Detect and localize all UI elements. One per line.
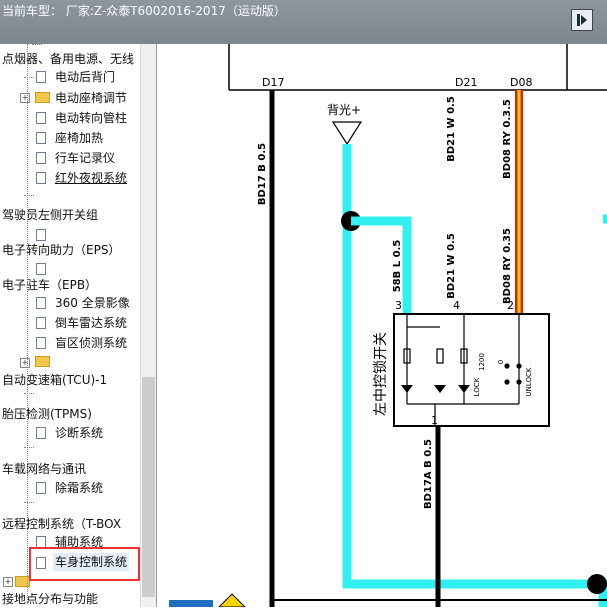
warning-icon — [217, 593, 247, 608]
document-icon — [36, 557, 46, 569]
pin-2: 2 — [507, 299, 514, 312]
selection-highlight — [29, 547, 140, 581]
connector-d21: D21 — [455, 76, 477, 89]
wiring-diagram: D17 D21 D08 BD17 B 0.5 背光+ 58B L 0.5 BD2… — [156, 44, 607, 608]
backlight-terminal-icon — [331, 121, 363, 146]
backlight-label: 背光+ — [327, 103, 361, 117]
tree-item-cigarette-lighter[interactable]: 点烟器、备用电源、无线 — [2, 52, 135, 66]
tree-item-auxiliary[interactable]: 辅助系统 — [55, 535, 104, 549]
tree-item-body-control[interactable]: 车身控制系统 — [53, 553, 130, 571]
tree-guide-line — [27, 44, 28, 604]
tree-item-dashcam[interactable]: 行车记录仪 — [55, 151, 116, 165]
document-icon — [36, 317, 46, 329]
document-icon — [36, 132, 46, 144]
splice-dot — [587, 574, 607, 594]
wire-label-bd08-top: BD08 RY 0.3.5 — [502, 99, 513, 179]
tree-connector — [24, 502, 34, 503]
connector-d17: D17 — [262, 76, 284, 89]
window-title: 当前车型： 厂家:Z-众泰T6002016-2017（运动版） — [2, 4, 286, 18]
tree-connector — [24, 447, 34, 448]
tree-item-epb[interactable]: 电子驻车（EPB） — [2, 278, 98, 292]
tree-item-diagnostics[interactable]: 诊断系统 — [55, 426, 104, 440]
expand-icon[interactable]: + — [20, 93, 30, 103]
tree-connector — [24, 77, 34, 78]
play-icon — [577, 14, 587, 26]
document-icon — [36, 263, 46, 275]
switch-tag-lock: LOCK — [473, 377, 481, 396]
tree-item-seat-heating[interactable]: 座椅加热 — [55, 131, 104, 145]
document-icon — [36, 172, 46, 184]
document-icon — [36, 152, 46, 164]
scrollbar-thumb[interactable] — [142, 377, 155, 597]
tree-connector — [32, 44, 42, 45]
switch-label: 左中控锁开关 — [373, 332, 389, 416]
tree-item-parking-radar[interactable]: 倒车雷达系统 — [55, 316, 128, 330]
tree-connector — [24, 195, 34, 196]
nav-button[interactable] — [571, 9, 593, 31]
document-icon — [36, 297, 46, 309]
wire-label-bd21-mid: BD21 W 0.5 — [446, 233, 457, 299]
tree-item-eps[interactable]: 电子转向助力（EPS） — [2, 243, 121, 257]
switch-tag-1200: 1200 — [478, 353, 486, 371]
system-tree: 点烟器、备用电源、无线 电动后背门 + 电动座椅调节 电动转向管柱 座椅加热 行… — [0, 44, 140, 607]
tree-item-steering-column[interactable]: 电动转向管柱 — [55, 111, 128, 125]
document-icon — [36, 337, 46, 349]
wire-label-58b: 58B L 0.5 — [392, 240, 403, 293]
document-icon — [36, 112, 46, 124]
tree-item-network[interactable]: 车载网络与通讯 — [2, 462, 87, 476]
led-indicator-icons — [401, 385, 470, 393]
tree-item-ground-points[interactable]: 接地点分布与功能 — [2, 592, 99, 606]
tree-item-driver-switch-group[interactable]: 驾驶员左侧开关组 — [2, 208, 99, 222]
wire-label-bd17: BD17 B 0.5 — [257, 143, 268, 205]
pin-3: 3 — [395, 299, 402, 312]
tree-item-defrost[interactable]: 除霜系统 — [55, 481, 104, 495]
expand-icon[interactable]: + — [3, 577, 13, 587]
tree-item-tbox[interactable]: 远程控制系统（T-BOX — [2, 517, 122, 531]
wiring-diagram-canvas: D17 D21 D08 BD17 B 0.5 背光+ 58B L 0.5 BD2… — [169, 44, 607, 608]
tree-scrollbar[interactable] — [140, 44, 156, 607]
wire-label-bd08-mid: BD08 RY 0.35 — [502, 228, 513, 304]
tree-item-power-tailgate[interactable]: 电动后背门 — [55, 70, 116, 84]
wire-label-bd17a: BD17A B 0.5 — [423, 439, 434, 509]
tree-item-power-seat[interactable]: 电动座椅调节 — [55, 91, 128, 105]
folder-icon — [35, 92, 50, 103]
document-icon — [36, 427, 46, 439]
tree-item-tcu[interactable]: 自动变速箱(TCU)-1 — [2, 373, 108, 387]
tree-connector — [24, 393, 34, 394]
bottom-tab — [169, 600, 213, 607]
lock-switch-box — [393, 313, 550, 427]
tree-item-night-vision[interactable]: 红外夜视系统 — [55, 171, 128, 185]
expand-icon[interactable]: + — [20, 358, 30, 368]
document-icon — [36, 482, 46, 494]
wire-backlight — [342, 144, 607, 607]
folder-icon — [15, 576, 30, 587]
folder-icon — [35, 356, 50, 367]
document-icon — [36, 71, 46, 83]
document-icon — [36, 229, 46, 241]
wire-58b — [351, 216, 412, 314]
window-titlebar: 当前车型： 厂家:Z-众泰T6002016-2017（运动版） — [0, 0, 607, 44]
tree-item-blind-spot[interactable]: 盲区侦测系统 — [55, 336, 128, 350]
switch-tag-unlock: UNLOCK — [525, 367, 533, 396]
switch-tag-0: 0 — [497, 360, 505, 364]
pin-4: 4 — [453, 299, 460, 312]
connector-d08: D08 — [510, 76, 532, 89]
tree-item-360-view[interactable]: 360 全景影像 — [55, 296, 130, 310]
tree-item-tpms[interactable]: 胎压检测(TPMS) — [2, 407, 92, 421]
wire-label-bd21-top: BD21 W 0.5 — [446, 96, 457, 162]
